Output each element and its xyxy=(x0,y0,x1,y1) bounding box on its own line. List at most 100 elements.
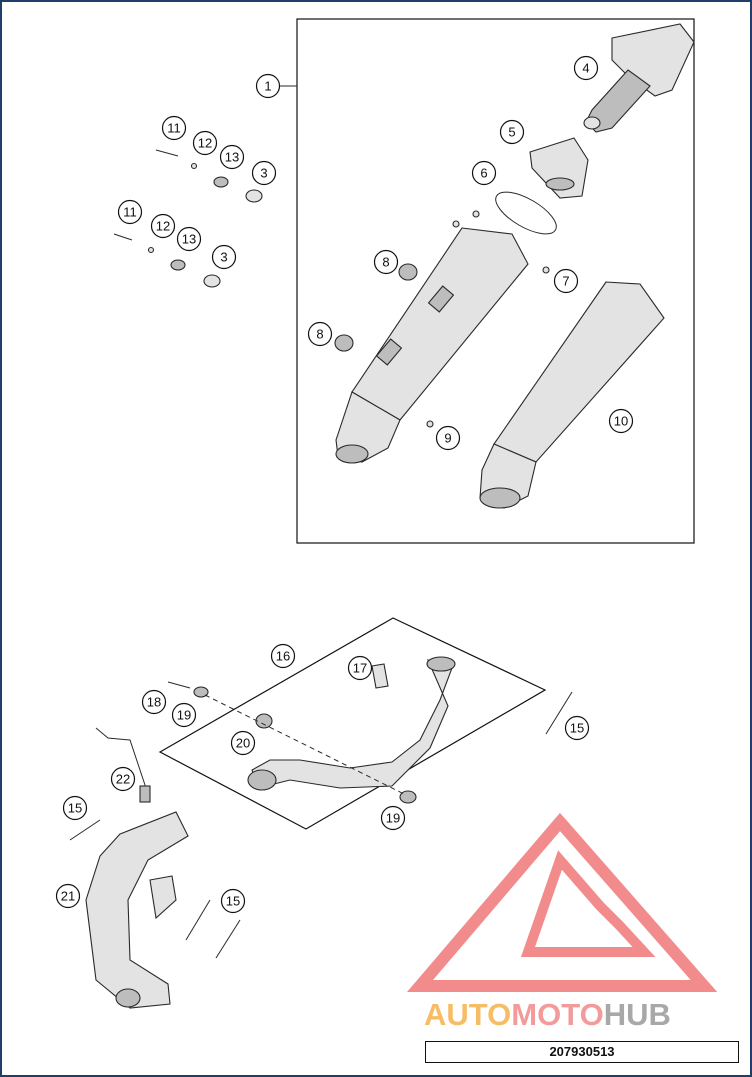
callout-11: 11 xyxy=(117,199,143,225)
callout-number: 8 xyxy=(316,327,323,342)
callout-circle xyxy=(220,888,246,914)
part-end-cap xyxy=(583,23,695,133)
part-muffler-body xyxy=(335,227,529,464)
part-muffler-sleeve xyxy=(479,281,665,509)
callout-circle xyxy=(307,321,333,347)
callout-number: 13 xyxy=(182,232,196,247)
callout-10: 10 xyxy=(608,408,634,434)
callout-number: 3 xyxy=(260,166,267,181)
callout-number: 7 xyxy=(562,274,569,289)
callout-15: 15 xyxy=(220,888,246,914)
callout-11: 11 xyxy=(161,115,187,141)
watermark-part-moto: MOTO xyxy=(511,997,603,1032)
callout-21: 21 xyxy=(55,883,81,909)
callout-circle xyxy=(230,730,256,756)
callout-number: 21 xyxy=(61,889,75,904)
callout-number: 5 xyxy=(508,125,515,140)
callout-7: 7 xyxy=(553,268,579,294)
callout-circle xyxy=(141,689,167,715)
part-rubber-bushings xyxy=(334,263,418,352)
callout-circle xyxy=(55,883,81,909)
callout-circle xyxy=(192,130,218,156)
part-cone xyxy=(529,137,589,199)
callout-13: 13 xyxy=(176,226,202,252)
callout-circle xyxy=(255,73,281,99)
callout-number: 22 xyxy=(116,772,130,787)
callout-number: 4 xyxy=(582,61,589,76)
callout-number: 1 xyxy=(264,79,271,94)
callout-number: 19 xyxy=(177,708,191,723)
callout-number: 17 xyxy=(353,661,367,676)
callout-number: 6 xyxy=(480,166,487,181)
callout-layer: 1334567889101111121213131515151617181919… xyxy=(55,55,634,914)
callout-13: 13 xyxy=(219,144,245,170)
callout-8: 8 xyxy=(307,321,333,347)
callout-6: 6 xyxy=(471,160,497,186)
part-header-hardware xyxy=(167,681,417,804)
svg-text:AUTOMOTOHUB: AUTOMOTOHUB xyxy=(424,997,671,1032)
callout-15: 15 xyxy=(564,715,590,741)
callout-circle xyxy=(499,119,525,145)
callout-5: 5 xyxy=(499,119,525,145)
callout-number: 15 xyxy=(226,894,240,909)
callout-number: 16 xyxy=(276,649,290,664)
callout-circle xyxy=(380,805,406,831)
callout-number: 8 xyxy=(382,255,389,270)
callout-1: 1 xyxy=(255,73,281,99)
callout-circle xyxy=(161,115,187,141)
callout-18: 18 xyxy=(141,689,167,715)
watermark-part-hub: HUB xyxy=(604,997,671,1032)
callout-16: 16 xyxy=(270,643,296,669)
part-gasket xyxy=(495,191,557,235)
callout-number: 12 xyxy=(198,136,212,151)
callout-19: 19 xyxy=(380,805,406,831)
muffler-assembly-frame xyxy=(296,18,695,544)
callout-3: 3 xyxy=(251,160,277,186)
callout-circle xyxy=(435,425,461,451)
callout-19: 19 xyxy=(171,702,197,728)
callout-17: 17 xyxy=(347,655,373,681)
callout-number: 15 xyxy=(570,721,584,736)
callout-3: 3 xyxy=(211,244,237,270)
callout-circle xyxy=(251,160,277,186)
callout-circle xyxy=(553,268,579,294)
callout-circle xyxy=(219,144,245,170)
callout-circle xyxy=(62,795,88,821)
part-sensor-cable xyxy=(95,727,151,803)
callout-number: 10 xyxy=(614,414,628,429)
callout-circle xyxy=(608,408,634,434)
callout-4: 4 xyxy=(573,55,599,81)
callout-number: 12 xyxy=(156,219,170,234)
callout-circle xyxy=(176,226,202,252)
callout-circle xyxy=(564,715,590,741)
callout-number: 13 xyxy=(225,150,239,165)
header-assembly-frame xyxy=(158,617,547,830)
callout-number: 3 xyxy=(220,250,227,265)
callout-number: 20 xyxy=(236,736,250,751)
callout-circle xyxy=(211,244,237,270)
callout-circle xyxy=(117,199,143,225)
callout-number: 11 xyxy=(123,205,137,220)
callout-circle xyxy=(150,213,176,239)
callout-9: 9 xyxy=(435,425,461,451)
callout-20: 20 xyxy=(230,730,256,756)
callout-circle xyxy=(347,655,373,681)
callout-circle xyxy=(171,702,197,728)
callout-number: 11 xyxy=(167,121,181,136)
callout-circle xyxy=(110,766,136,792)
callout-15: 15 xyxy=(62,795,88,821)
callout-number: 9 xyxy=(444,431,451,446)
callout-number: 15 xyxy=(68,801,82,816)
callout-12: 12 xyxy=(150,213,176,239)
callout-12: 12 xyxy=(192,130,218,156)
watermark-logo: AUTOMOTOHUB xyxy=(406,812,718,1032)
callout-circle xyxy=(573,55,599,81)
callout-number: 19 xyxy=(386,811,400,826)
callout-circle xyxy=(471,160,497,186)
watermark-part-auto: AUTO xyxy=(424,997,511,1032)
part-screws xyxy=(426,210,550,428)
callout-8: 8 xyxy=(373,249,399,275)
callout-22: 22 xyxy=(110,766,136,792)
